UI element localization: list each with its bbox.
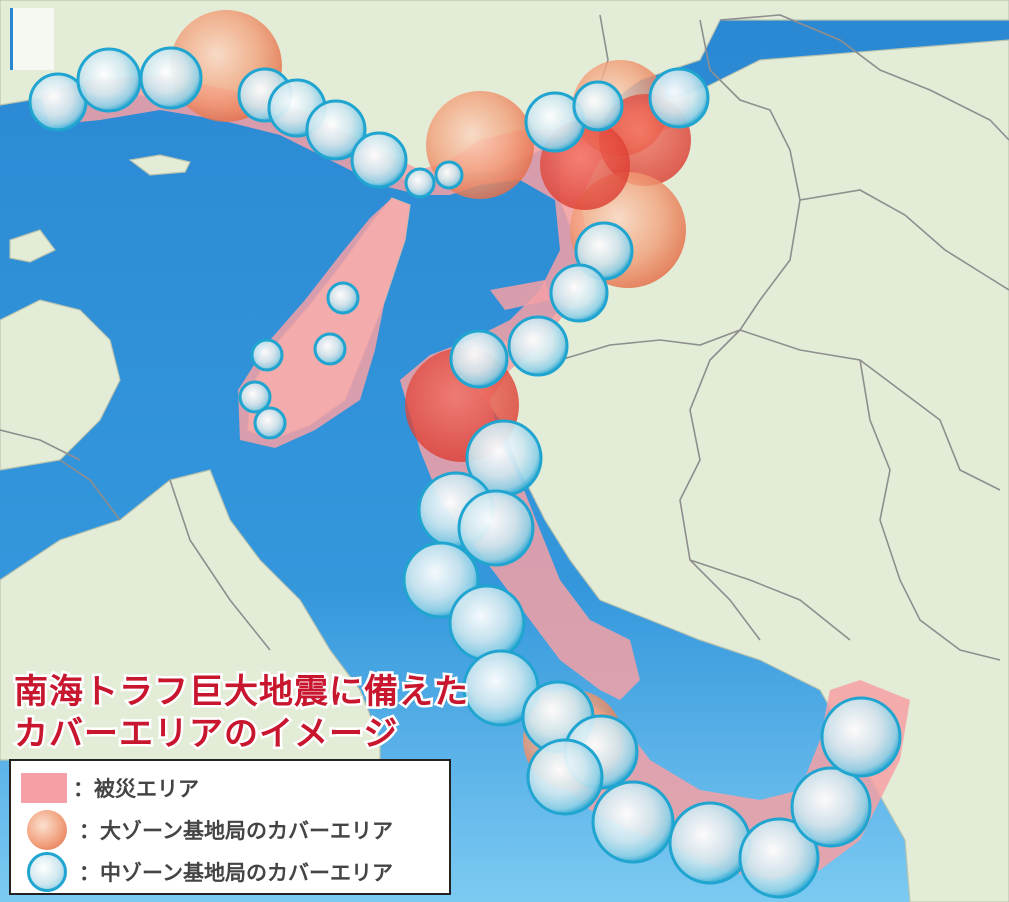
medium-zone-circle [250,338,284,372]
medium-zone-circle [404,167,436,199]
medium-zone-circle [305,99,367,161]
medium-zone-circle [313,332,347,366]
medium-zone-swatch [27,852,67,892]
medium-zone-circles [28,46,902,899]
medium-zone-circle [350,131,408,189]
legend-item-damage-area: ：被災エリア [21,767,439,809]
medium-zone-circle [549,263,609,323]
medium-zone-circle [526,738,604,816]
medium-zone-circle [457,489,535,567]
medium-zone-circle [648,67,710,129]
medium-zone-circle [507,315,569,377]
medium-zone-circle [591,780,675,864]
legend-label-large-zone: ：大ゾーン基地局のカバーエリア [79,819,393,843]
legend-label-medium-zone: ：中ゾーン基地局のカバーエリア [79,861,393,885]
damage-area-swatch [21,773,67,803]
map-title-line-1: 南海トラフ巨大地震に備えた [14,672,469,712]
medium-zone-circle [238,380,272,414]
legend-item-large-zone: ：大ゾーン基地局のカバーエリア [21,809,439,851]
prefecture-boundaries [0,14,1009,661]
medium-zone-circle [253,406,287,440]
legend-item-medium-zone: ：中ゾーン基地局のカバーエリア [21,851,439,893]
medium-zone-circle [820,696,902,778]
corner-label-edge [10,8,13,70]
medium-zone-circle [790,766,872,848]
medium-zone-circle [668,801,752,885]
medium-zone-circle [448,584,526,662]
map-legend: ：被災エリア ：大ゾーン基地局のカバーエリア ：中ゾーン基地局のカバーエリア [9,759,451,895]
medium-zone-circle [139,46,203,110]
corner-label-block [10,8,54,70]
map-title-line-2: カバーエリアのイメージ [14,714,398,754]
medium-zone-circle [738,817,820,899]
medium-zone-circle [76,47,142,113]
legend-label-damage-area: ：被災エリア [73,777,199,801]
large-zone-swatch [27,810,67,850]
medium-zone-circle [449,329,509,389]
medium-zone-circle [326,281,360,315]
medium-zone-circle [434,160,464,190]
medium-zone-circle [572,80,624,132]
